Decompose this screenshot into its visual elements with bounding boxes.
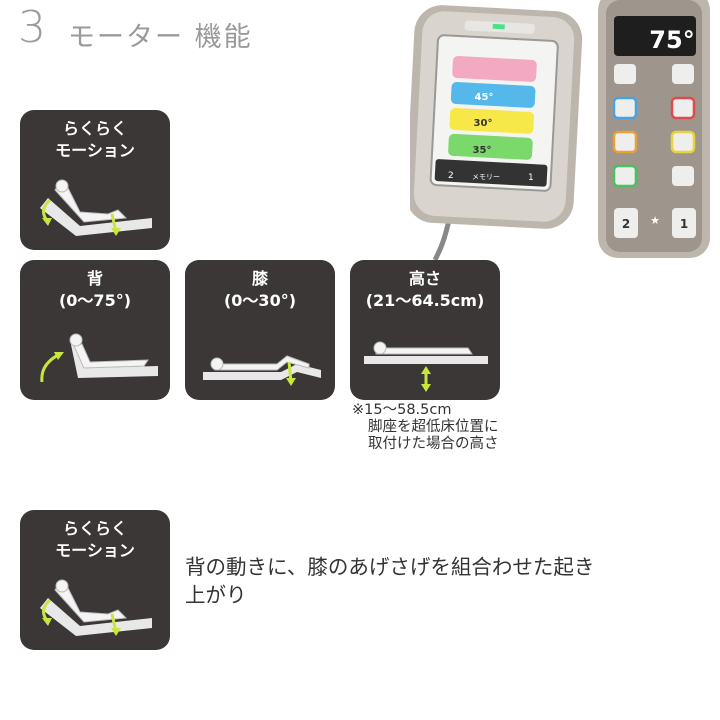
remote-controls-image: 45° 30° 35° 2 メモリー 1 75° 2 ★ 1 bbox=[405, 0, 720, 262]
tile-knee-line2: (0〜30°) bbox=[223, 291, 297, 310]
height-bed-icon bbox=[364, 341, 488, 392]
easy-motion-description: 背の動きに、膝のあげさげを組合わせた起き 上がり bbox=[185, 553, 685, 609]
tile-knee: 膝 (0〜30°) bbox=[185, 260, 335, 400]
tile-easy-motion-detail: らくらく モーション bbox=[20, 510, 170, 650]
knee-bed-icon bbox=[203, 355, 321, 386]
tile-easy-motion-detail-line1: らくらく bbox=[62, 519, 127, 538]
description-line1: 背の動きに、膝のあげさげを組合わせた起き bbox=[185, 555, 595, 579]
tile-easy-motion: らくらく モーション bbox=[20, 110, 170, 250]
remote1-angle-2: 30° bbox=[474, 118, 493, 129]
note-line2: 脚座を超低床位置に bbox=[368, 419, 499, 435]
tile-height: 高さ (21〜64.5cm) bbox=[350, 260, 500, 400]
remote2-memory-2: 2 bbox=[622, 217, 630, 231]
section-title: モーター 機能 bbox=[68, 22, 253, 53]
tile-knee-line1: 膝 bbox=[251, 269, 268, 288]
remote2-display: 75° bbox=[649, 26, 694, 54]
tile-height-line2: (21〜64.5cm) bbox=[365, 291, 485, 310]
note-line1: ※15〜58.5cm bbox=[352, 402, 452, 418]
tile-height-line1: 高さ bbox=[408, 269, 441, 288]
tile-back-line1: 背 bbox=[86, 269, 103, 288]
height-note: ※15〜58.5cm 脚座を超低床位置に 取付けた場合の高さ bbox=[352, 402, 499, 453]
description-line2: 上がり bbox=[185, 583, 247, 607]
remote2-star-icon: ★ bbox=[650, 214, 660, 227]
remote1-angle-3: 35° bbox=[473, 145, 492, 156]
remote1-memory-label: メモリー bbox=[472, 173, 500, 181]
remote1-button-2: 2 bbox=[448, 171, 454, 181]
easy-motion-bed-icon bbox=[40, 179, 152, 236]
tile-easy-motion-detail-line2: モーション bbox=[55, 541, 135, 560]
back-bed-icon bbox=[40, 333, 158, 383]
easy-motion-detail-bed-icon bbox=[40, 579, 152, 636]
tile-back: 背 (0〜75°) bbox=[20, 260, 170, 400]
tile-easy-motion-line2: モーション bbox=[55, 141, 135, 160]
remote1-button-1: 1 bbox=[528, 173, 534, 183]
note-line3: 取付けた場合の高さ bbox=[368, 436, 499, 452]
remote1-angle-1: 45° bbox=[475, 92, 494, 103]
section-number: 3 bbox=[18, 2, 46, 53]
remote2-memory-1: 1 bbox=[680, 217, 688, 231]
tile-back-line2: (0〜75°) bbox=[58, 291, 132, 310]
tile-easy-motion-line1: らくらく bbox=[62, 119, 127, 138]
